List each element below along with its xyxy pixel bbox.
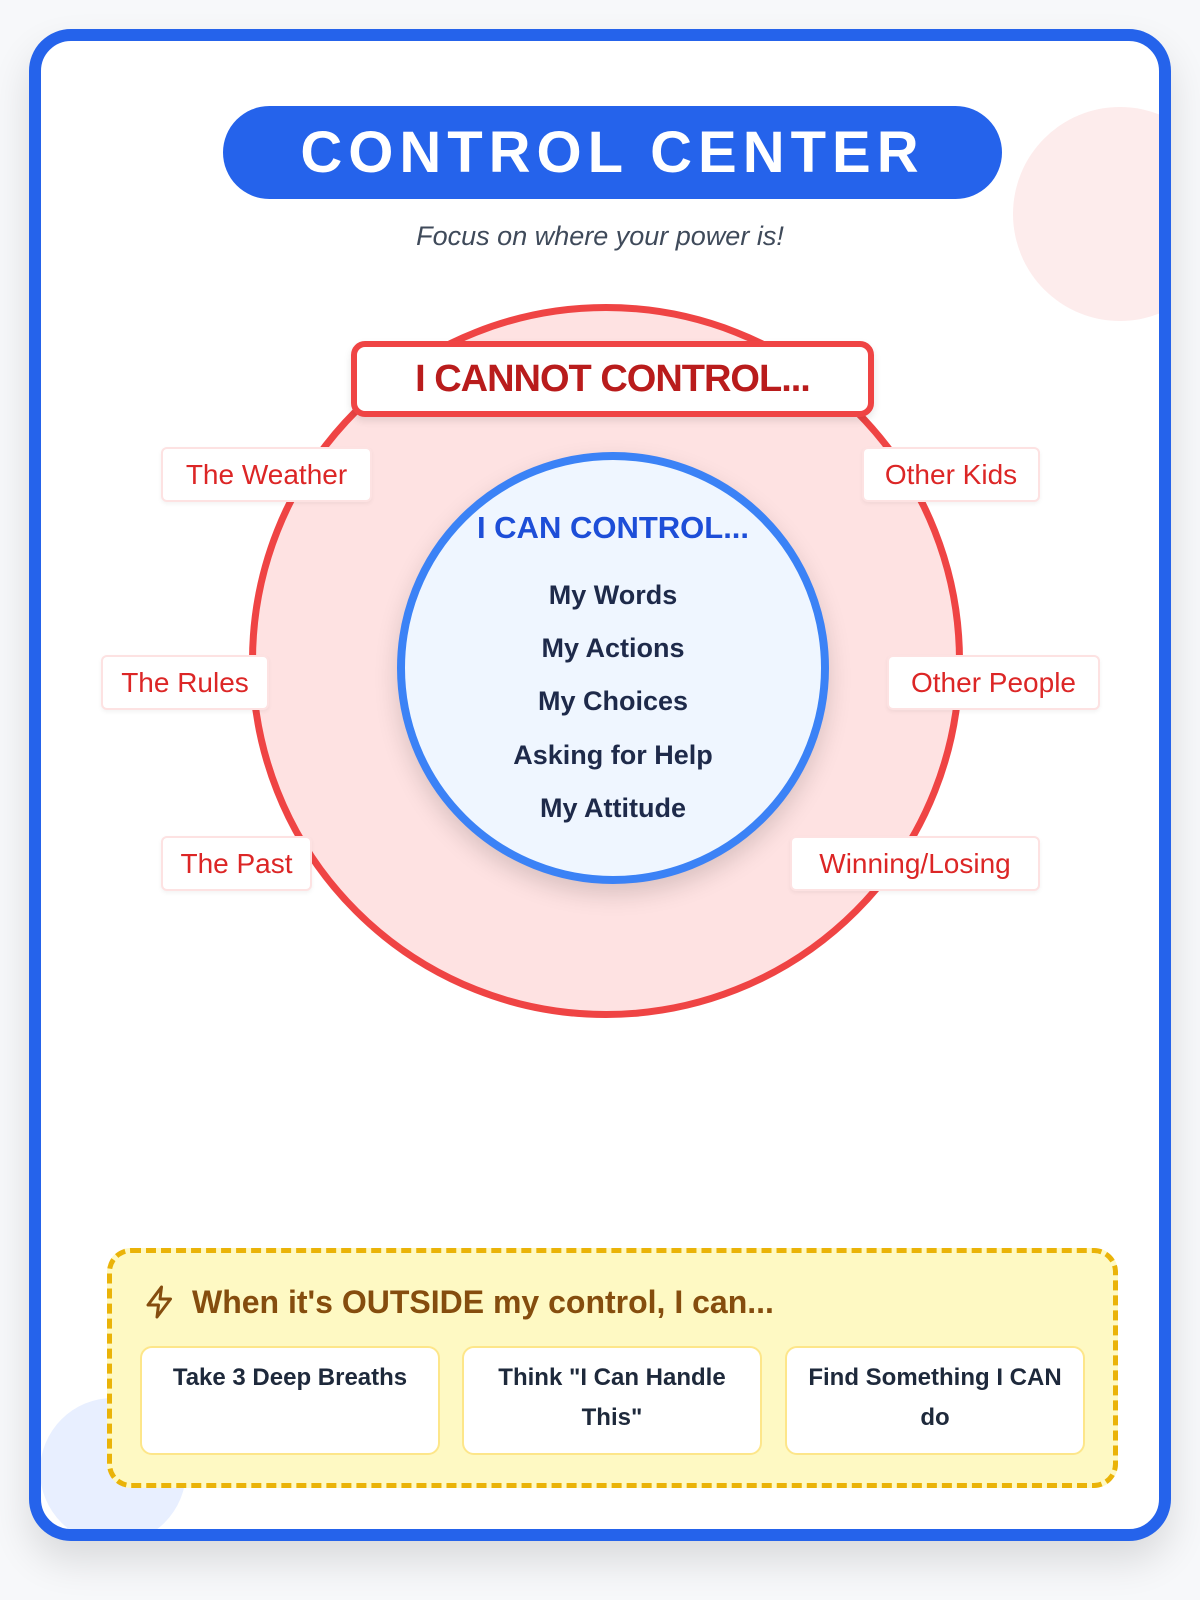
outside-item: The Past [161, 836, 312, 891]
outside-item: Other Kids [862, 447, 1040, 502]
decorative-circle [1013, 107, 1159, 321]
outside-item: The Weather [161, 447, 372, 502]
inside-item: My Actions [541, 633, 685, 663]
can-control-label: I CAN CONTROL... [476, 510, 750, 545]
outside-item: Other People [887, 655, 1100, 710]
inside-item: My Attitude [540, 793, 686, 823]
strategy-card: Find Something I CAN do [785, 1346, 1085, 1455]
page-title: CONTROL CENTER [223, 106, 1002, 199]
strategies-title: When it's OUTSIDE my control, I can... [192, 1283, 774, 1320]
control-center-card: CONTROL CENTER Focus on where your power… [29, 29, 1171, 1541]
cannot-control-label: I CANNOT CONTROL... [351, 341, 874, 417]
strategy-card: Think "I Can Handle This" [462, 1346, 762, 1455]
lightning-icon [146, 1285, 172, 1319]
subtitle: Focus on where your power is! [416, 221, 784, 251]
inside-item: Asking for Help [513, 740, 713, 770]
inside-item: My Choices [537, 686, 689, 716]
coping-strategies-box: When it's OUTSIDE my control, I can... T… [107, 1248, 1118, 1488]
can-control-circle: I CAN CONTROL... My Words My Actions My … [397, 452, 829, 884]
outside-item: The Rules [101, 655, 269, 710]
strategies-header: When it's OUTSIDE my control, I can... [142, 1283, 774, 1321]
strategy-card: Take 3 Deep Breaths [140, 1346, 440, 1455]
inside-item: My Words [548, 580, 678, 610]
outside-item: Winning/Losing [790, 836, 1040, 891]
